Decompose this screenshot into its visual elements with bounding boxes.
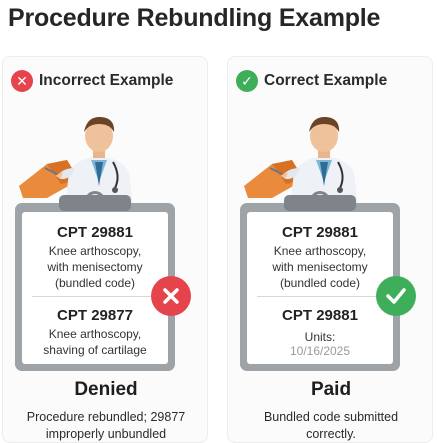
code-1-desc-line: with menisectomy — [272, 260, 368, 274]
correct-header-label: Correct Example — [264, 72, 388, 89]
code-2: CPT 29877 — [57, 307, 133, 324]
code-2-desc-line: Knee arthoscopy, — [48, 327, 142, 341]
incorrect-example-panel: ✕ Incorrect Example CPT 29881 Knee artho… — [2, 56, 208, 443]
doctor-illustration — [19, 116, 133, 207]
code-1-desc-line: (bundled code) — [279, 276, 361, 290]
status-paid: Paid — [310, 379, 352, 400]
clipboard-clip — [59, 195, 131, 211]
code-1-desc-line: Knee arthoscopy, — [48, 244, 142, 258]
doctor-illustration — [244, 116, 358, 207]
incorrect-header: ✕ Incorrect Example — [11, 69, 173, 93]
units-date: 10/16/2025 — [289, 344, 351, 358]
status-denied: Denied — [74, 379, 138, 400]
clipboard: CPT 29881 Knee arthoscopy, with menisect… — [15, 191, 175, 371]
claim-sheet: CPT 29881 Knee arthoscopy, with menisect… — [22, 212, 168, 364]
code-2-desc-line: shaving of cartilage — [43, 343, 147, 357]
incorrect-explanation: Procedure rebundled; 29877 improperly un… — [3, 409, 209, 443]
code-2: CPT 29881 — [282, 307, 358, 324]
units-label: Units: — [304, 330, 336, 344]
code-1-desc-line: with menisectomy — [47, 260, 143, 274]
x-icon — [151, 276, 191, 316]
explanation-line: correctly. — [306, 427, 356, 441]
code-1-desc-line: Knee arthoscopy, — [273, 244, 367, 258]
page-title: Procedure Rebundling Example — [8, 4, 381, 32]
x-circle-icon: ✕ — [11, 70, 33, 92]
clipboard-clip — [284, 195, 356, 211]
explanation-line: improperly unbundled — [45, 427, 167, 441]
code-1: CPT 29881 — [282, 224, 358, 241]
clipboard: CPT 29881 Knee arthoscopy, with menisect… — [240, 191, 400, 371]
code-1-desc-line: (bundled code) — [54, 276, 136, 290]
check-icon — [376, 276, 416, 316]
code-1: CPT 29881 — [57, 224, 133, 241]
correct-explanation: Bundled code submitted correctly. — [228, 409, 434, 443]
explanation-line: Procedure rebundled; 29877 — [26, 410, 186, 424]
correct-header: ✓ Correct Example — [236, 69, 387, 93]
claim-sheet: CPT 29881 Knee arthoscopy, with menisect… — [247, 212, 393, 364]
explanation-line: Bundled code submitted — [263, 410, 399, 424]
check-circle-icon: ✓ — [236, 70, 258, 92]
incorrect-header-label: Incorrect Example — [39, 72, 174, 89]
correct-example-panel: ✓ Correct Example CPT 29881 Knee arthosc… — [227, 56, 433, 443]
divider — [257, 296, 383, 297]
divider — [32, 296, 158, 297]
